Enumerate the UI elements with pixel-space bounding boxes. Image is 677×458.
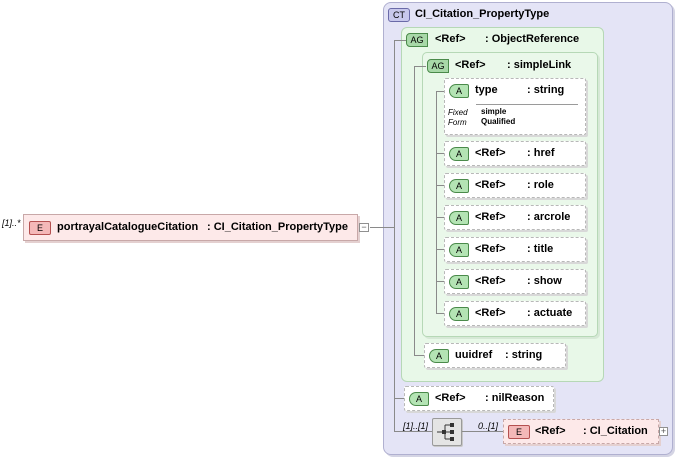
ci-citation-badge: E <box>508 425 530 439</box>
element-multiplicity: [1]..* <box>2 218 21 228</box>
uuidref-attribute-badge: A <box>429 349 449 363</box>
element-type: : CI_Citation_PropertyType <box>207 221 348 233</box>
sequence-icon <box>437 423 454 441</box>
nil-reason-attribute-ref: <Ref> <box>435 392 466 404</box>
actuate-attribute-ref: <Ref> <box>475 307 506 319</box>
uuidref-attribute-name: uuidref <box>455 349 493 361</box>
type-attribute-type: : string <box>527 84 565 96</box>
connector-line <box>394 40 395 431</box>
connector-line <box>394 431 432 432</box>
show-attribute-ref: <Ref> <box>475 275 506 287</box>
connector-line <box>462 431 503 432</box>
object-reference-badge: AG <box>406 33 428 47</box>
arcrole-attribute-name: : arcrole <box>527 211 571 223</box>
connector-line <box>394 40 406 41</box>
actuate-attribute-name: : actuate <box>527 307 573 319</box>
element-name: portrayalCatalogueCitation <box>57 221 199 233</box>
connector-line <box>436 91 446 92</box>
simple-link-ref: <Ref> <box>455 59 486 71</box>
show-attribute-badge: A <box>449 275 469 289</box>
title-attribute-ref: <Ref> <box>475 243 506 255</box>
href-attribute-name: : href <box>527 147 555 159</box>
type-attribute-name: type <box>475 84 498 96</box>
connector-line <box>436 249 446 250</box>
simple-link-name: : simpleLink <box>507 59 572 71</box>
arcrole-attribute-ref: <Ref> <box>475 211 506 223</box>
sequence-compositor[interactable] <box>432 418 462 446</box>
expand-icon[interactable]: + <box>659 426 668 436</box>
connector-line <box>436 91 437 313</box>
nil-reason-attribute[interactable] <box>404 386 554 411</box>
ci-citation-name: : CI_Citation <box>583 425 648 437</box>
connector-line <box>414 66 415 355</box>
simple-link-badge: AG <box>427 59 449 73</box>
connector-line <box>436 153 446 154</box>
role-attribute-ref: <Ref> <box>475 179 506 191</box>
portrayal-catalogue-citation-element[interactable] <box>23 214 358 241</box>
arcrole-attribute-badge: A <box>449 211 469 225</box>
connector-line <box>436 313 446 314</box>
connector-line <box>394 398 406 399</box>
title-attribute-badge: A <box>449 243 469 257</box>
role-attribute-badge: A <box>449 179 469 193</box>
element-badge: E <box>29 221 51 235</box>
complex-type-name: CI_Citation_PropertyType <box>415 8 550 20</box>
complex-type-badge: CT <box>388 8 410 22</box>
ci-citation-multiplicity: 0..[1] <box>478 421 499 431</box>
connector-line <box>436 185 446 186</box>
fixed-label: Fixed <box>448 108 468 117</box>
sequence-multiplicity: [1]..[1] <box>403 421 429 431</box>
actuate-attribute-badge: A <box>449 307 469 321</box>
form-label: Form <box>448 118 467 127</box>
href-attribute-badge: A <box>449 147 469 161</box>
connector-line <box>414 66 426 67</box>
fixed-value: simple <box>481 107 507 116</box>
connector-line <box>414 355 426 356</box>
nil-reason-attribute-badge: A <box>409 392 429 406</box>
uuidref-attribute-type: : string <box>505 349 543 361</box>
type-attribute-badge: A <box>449 84 469 98</box>
actuate-attribute[interactable] <box>444 301 586 326</box>
nil-reason-attribute-name: : nilReason <box>485 392 545 404</box>
type-attribute-divider <box>476 104 578 105</box>
object-reference-ref: <Ref> <box>435 33 466 45</box>
href-attribute-ref: <Ref> <box>475 147 506 159</box>
role-attribute-name: : role <box>527 179 554 191</box>
connector-line <box>370 227 394 228</box>
form-value: Qualified <box>481 117 516 126</box>
ci-citation-ref: <Ref> <box>535 425 566 437</box>
collapse-icon[interactable]: − <box>359 223 369 232</box>
connector-line <box>436 217 446 218</box>
title-attribute-name: : title <box>527 243 554 255</box>
object-reference-name: : ObjectReference <box>485 33 580 45</box>
show-attribute-name: : show <box>527 275 562 287</box>
connector-line <box>436 281 446 282</box>
